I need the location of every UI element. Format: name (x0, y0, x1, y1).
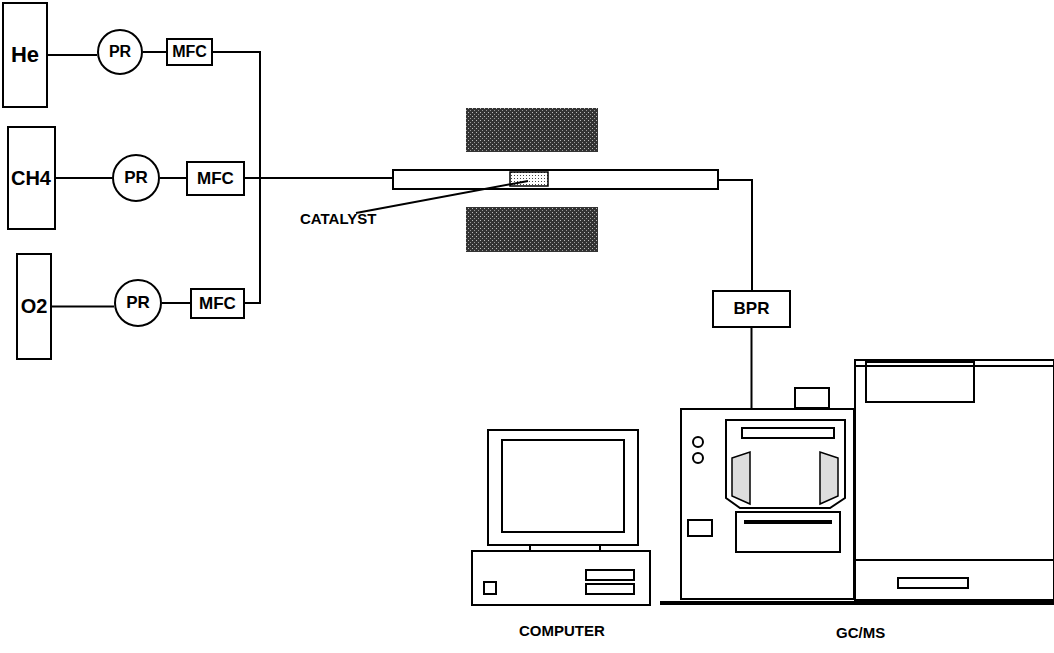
bench-line (660, 601, 1054, 605)
gas-cylinder: CH4 (7, 126, 56, 230)
node-label: PR (126, 293, 150, 313)
leader-line (356, 181, 528, 213)
mass-flow-controller: MFC (186, 161, 245, 196)
node-label: PR (124, 168, 148, 188)
node-label: GC/MS (836, 624, 885, 641)
node-label: PR (109, 43, 131, 61)
node-label: CH4 (11, 167, 51, 190)
pressure-regulator: PR (97, 29, 143, 75)
gas-line (160, 177, 186, 179)
node-label: BPR (734, 299, 770, 319)
gas-line (52, 306, 114, 308)
node-label: MFC (199, 294, 236, 314)
pressure-regulator: PR (114, 279, 162, 327)
part-label: CATALYST (300, 210, 376, 227)
node-label: MFC (197, 169, 234, 189)
mass-flow-controller: MFC (166, 38, 213, 66)
gas-line (751, 328, 753, 408)
node-label: MFC (172, 43, 207, 61)
furnace-block (466, 207, 598, 252)
gas-line (143, 51, 166, 53)
gas-cylinder: He (2, 2, 48, 108)
gcms-unit: GC/MS (680, 408, 855, 600)
mass-flow-controller: MFC (190, 288, 245, 319)
pressure-regulator: PR (112, 154, 160, 202)
gas-line (213, 52, 752, 303)
node-label: O2 (21, 295, 48, 318)
gas-line (48, 54, 97, 56)
back-pressure-regulator: BPR (712, 290, 791, 328)
gas-cylinder: O2 (16, 253, 52, 360)
gas-line (162, 302, 190, 304)
furnace-block (466, 108, 598, 152)
part-label: COMPUTER (519, 622, 605, 639)
gas-line (56, 177, 113, 179)
computer-drawing (472, 430, 650, 605)
gcms-front-panel (680, 408, 855, 600)
node-label: He (11, 42, 39, 68)
reactor-tube (393, 170, 718, 189)
